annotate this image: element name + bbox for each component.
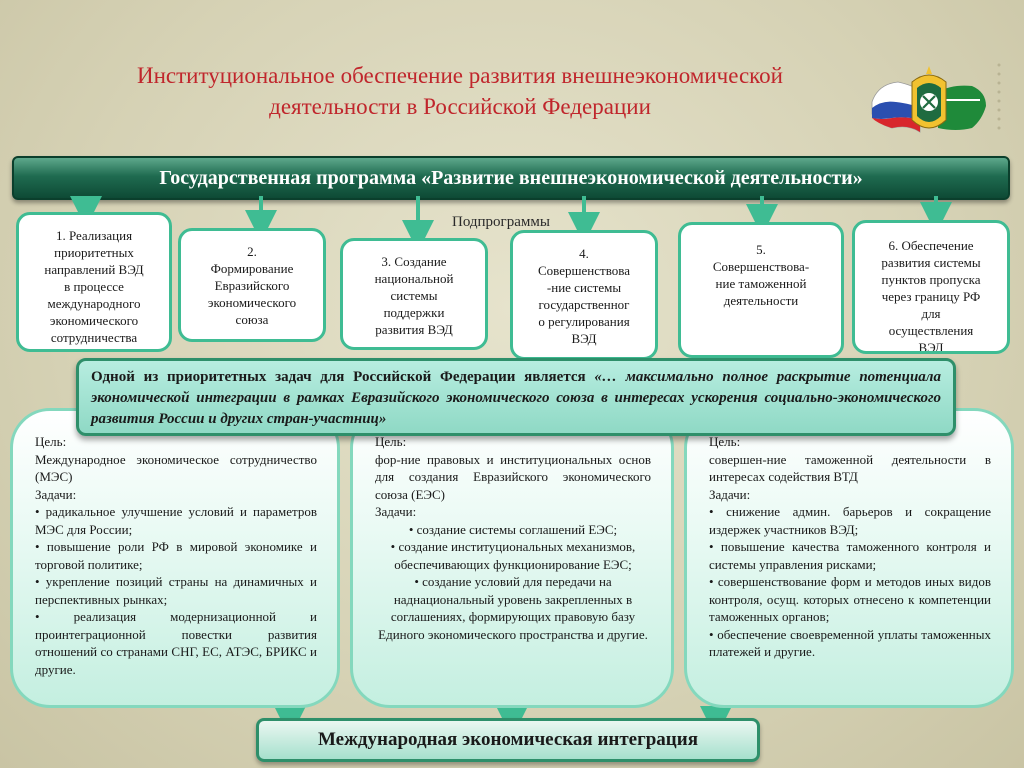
subprogram-3: 3. Создание национальной системы поддерж… <box>340 238 488 350</box>
task-item: • создание системы соглашений ЕЭС; <box>408 521 618 537</box>
goal-card-2: Цель: фор-ние правовых и институциональн… <box>350 408 674 708</box>
subprogram-6-line: развития системы <box>881 255 981 270</box>
subprogram-6-line: для <box>921 306 941 321</box>
priority-quote: «… максимально полное раскрытие потенциа… <box>91 369 942 427</box>
subprograms-label: Подпрограммы <box>452 214 550 230</box>
task-item: • снижение админ. барьеров и сокращение … <box>709 504 991 537</box>
task-item: • реализация модернизационной и проинтег… <box>35 609 317 677</box>
subprogram-2-line: 2. <box>247 244 257 259</box>
customs-emblem-icon <box>871 66 986 133</box>
task-item: • радикальное улучшение условий и параме… <box>35 504 317 537</box>
subprogram-1-line: направлений ВЭД <box>44 262 144 277</box>
subprogram-6-line: ВЭД <box>918 340 944 354</box>
subprogram-3-line: 3. Создание <box>381 254 447 269</box>
subprogram-6-line: пунктов пропуска <box>881 272 981 287</box>
subprogram-4-line: Совершенствова <box>538 263 630 278</box>
subprogram-1-line: 1. Реализация <box>55 228 133 243</box>
subprogram-1: 1. Реализация приоритетных направлений В… <box>16 212 172 352</box>
state-program-banner: Государственная программа «Развитие внеш… <box>12 156 1010 200</box>
tasks-label: Задачи: <box>35 486 77 502</box>
title-line-2: деятельности в Российской Федерации <box>269 94 651 119</box>
goal-text: Международное экономическое сотрудничест… <box>35 451 317 485</box>
goal-label: Цель: <box>709 434 741 449</box>
priority-statement: Одной из приоритетных задач для Российск… <box>76 358 956 436</box>
subprogram-3-line: национальной <box>374 271 454 286</box>
task-item: • создание условий для передачи на надна… <box>378 574 648 642</box>
task-item: • совершенствование форм и методов иных … <box>709 574 991 624</box>
subprogram-4-line: государственног <box>538 297 630 312</box>
subprogram-2-line: союза <box>235 312 269 327</box>
goal-card-1: Цель: Международное экономическое сотруд… <box>10 408 340 708</box>
integration-box: Международная экономическая интеграция <box>256 718 760 762</box>
subprogram-5-line: Совершенствова- <box>712 259 810 274</box>
subprogram-5: 5. Совершенствова- ние таможенной деятел… <box>678 222 844 358</box>
subprogram-4-line: -ние системы <box>546 280 622 295</box>
goal-label: Цель: <box>35 434 67 449</box>
subprogram-6-line: 6. Обеспечение <box>888 238 974 253</box>
goal-card-3: Цель: совершен-ние таможенной деятельнос… <box>684 408 1014 708</box>
decor-dots <box>997 63 1001 130</box>
subprogram-4-line: ВЭД <box>571 331 597 346</box>
subprogram-6-line: через границу РФ <box>881 289 981 304</box>
task-item: • обеспечение своевременной уплаты тамож… <box>709 626 991 660</box>
subprogram-5-line: ние таможенной <box>715 276 807 291</box>
subprogram-3-line: поддержки <box>383 305 445 320</box>
subprogram-2-line: Формирование <box>210 261 294 276</box>
subprogram-5-line: 5. <box>756 242 766 257</box>
tasks-label: Задачи: <box>709 486 751 502</box>
priority-lead: Одной из приоритетных задач для Российск… <box>91 369 586 385</box>
subprogram-3-line: системы <box>390 288 438 303</box>
subprogram-1-line: в процессе <box>64 279 124 294</box>
subprogram-4-line: о регулирования <box>538 314 630 329</box>
subprogram-3-line: развития ВЭД <box>375 322 453 337</box>
subprogram-4-line: 4. <box>579 246 589 261</box>
task-item: • укрепление позиций страны на динамичны… <box>35 574 317 607</box>
subprogram-2-line: Евразийского <box>214 278 290 293</box>
subprogram-1-line: приоритетных <box>54 245 134 260</box>
subprogram-6-line: осуществления <box>888 323 974 338</box>
subprogram-1-line: международного <box>47 296 141 311</box>
task-item: • повышение роли РФ в мировой экономике … <box>35 539 317 572</box>
title-line-1: Институциональное обеспечение развития в… <box>136 63 783 88</box>
goal-text: совершен-ние таможенной деятельности в и… <box>709 451 991 485</box>
page-title: Институциональное обеспечение развития в… <box>40 60 880 122</box>
goal-text: фор-ние правовых и институциональных осн… <box>375 451 651 502</box>
task-item: • создание институциональных механизмов,… <box>390 539 636 572</box>
subprogram-1-line: сотрудничества <box>50 330 138 345</box>
subprogram-6: 6. Обеспечение развития системы пунктов … <box>852 220 1010 354</box>
subprogram-2-line: экономического <box>207 295 297 310</box>
subprogram-5-line: деятельности <box>723 293 799 308</box>
tasks-label: Задачи: <box>375 504 417 519</box>
goal-label: Цель: <box>375 434 407 449</box>
subprogram-4: 4. Совершенствова -ние системы государст… <box>510 230 658 360</box>
task-item: • повышение качества таможенного контрол… <box>709 539 991 572</box>
subprogram-1-line: экономического <box>49 313 139 328</box>
subprogram-2: 2. Формирование Евразийского экономическ… <box>178 228 326 342</box>
